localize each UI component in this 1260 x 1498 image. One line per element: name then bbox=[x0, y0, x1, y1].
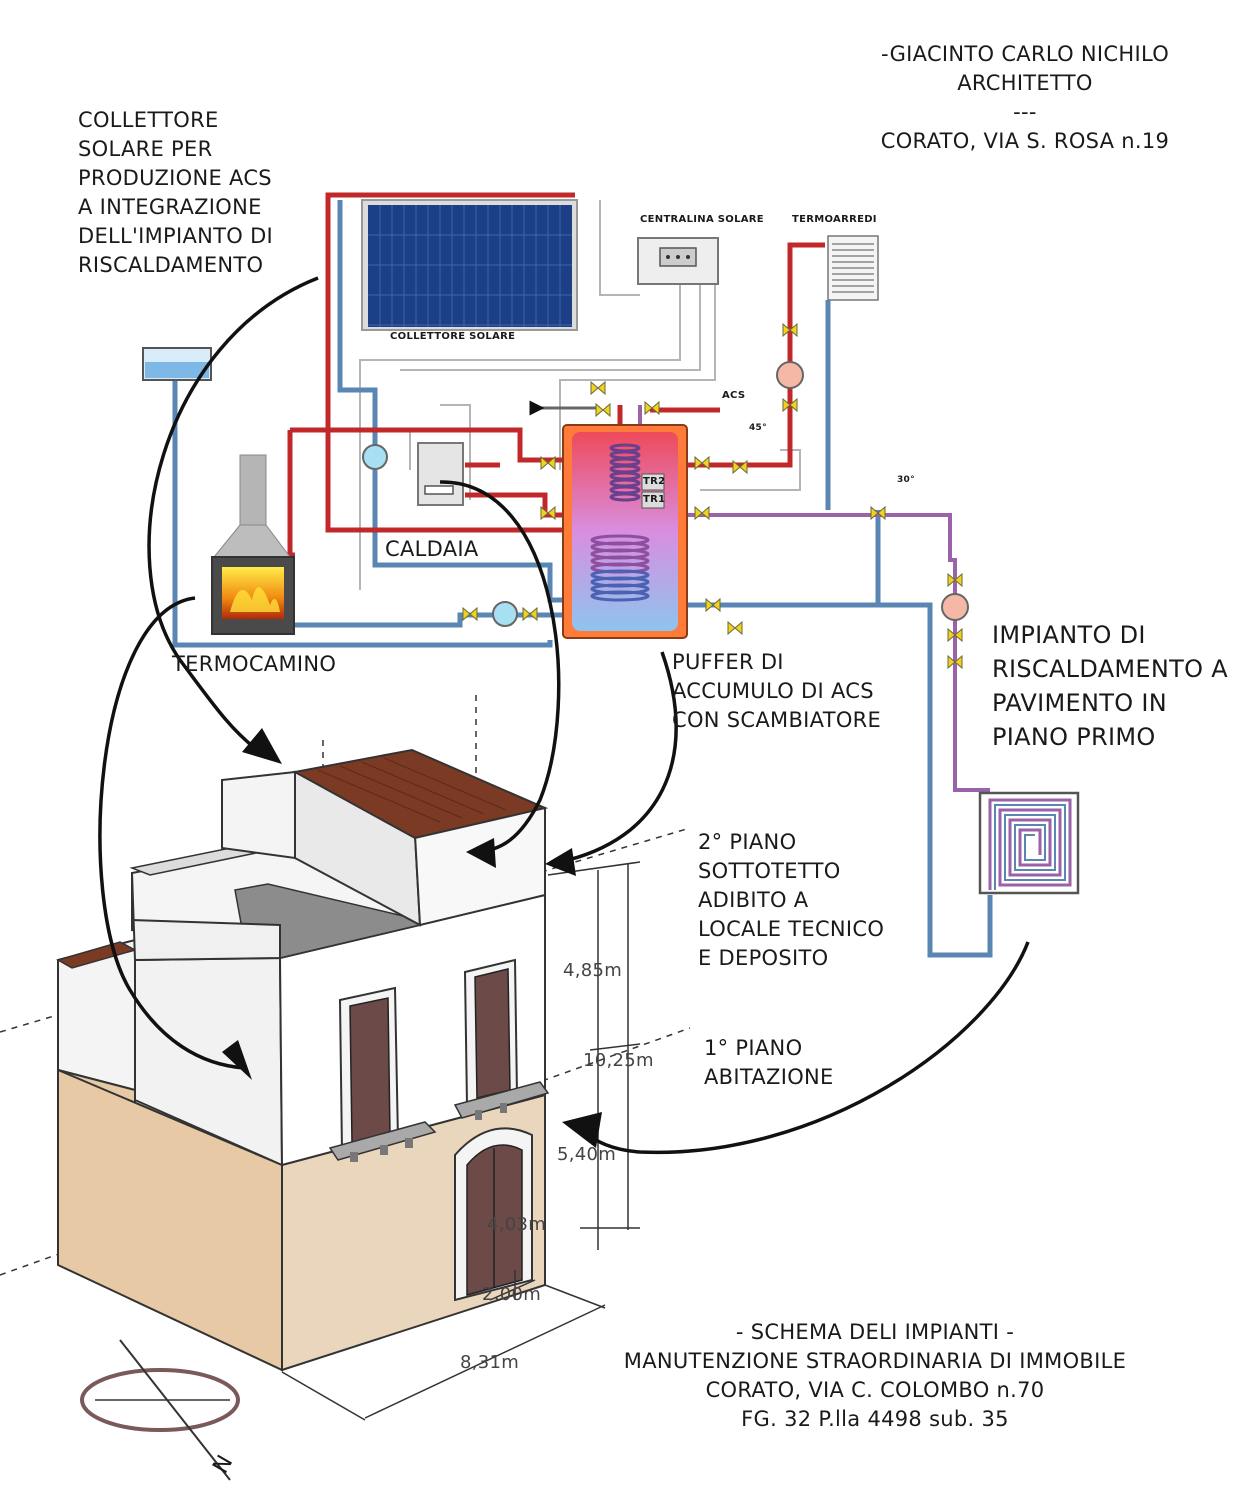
label-solar-panel: COLLETTORE SOLARE bbox=[390, 331, 516, 342]
callout-line: 2° PIANO bbox=[698, 830, 797, 854]
callout-line: RISCALDAMENTO bbox=[78, 253, 264, 277]
footer-title: - SCHEMA DELI IMPIANTI - bbox=[735, 1320, 1015, 1344]
callout-line: ACCUMULO DI ACS bbox=[672, 679, 874, 703]
author-separator: --- bbox=[1013, 100, 1037, 124]
solar-controller bbox=[637, 237, 719, 285]
callout-arrows bbox=[98, 276, 1030, 1155]
callout-line: LOCALE TECNICO bbox=[698, 917, 885, 941]
valve-icon bbox=[595, 402, 611, 418]
callout-first-floor: 1° PIANO ABITAZIONE bbox=[704, 1034, 834, 1092]
author-block: -GIACINTO CARLO NICHILO ARCHITETTO --- C… bbox=[850, 40, 1200, 156]
pump-fireplace bbox=[492, 601, 518, 627]
cold-pipes bbox=[172, 200, 993, 958]
author-address: CORATO, VIA S. ROSA n.19 bbox=[880, 129, 1170, 153]
dim-door-height: 4,03m bbox=[487, 1214, 547, 1235]
valve-icon bbox=[694, 505, 710, 521]
callout-puffer: PUFFER DI ACCUMULO DI ACS CON SCAMBIATOR… bbox=[672, 648, 881, 735]
callout-line: ABITAZIONE bbox=[704, 1065, 834, 1089]
heating-schematic bbox=[142, 192, 1080, 958]
pump-floor bbox=[941, 593, 969, 621]
valve-icon bbox=[947, 654, 963, 670]
roof bbox=[292, 748, 549, 840]
fireplace-boiler bbox=[211, 454, 295, 635]
valve-icon bbox=[705, 597, 721, 613]
valves bbox=[462, 322, 963, 670]
callout-termocamino: TERMOCAMINO bbox=[172, 652, 337, 676]
pump-solar bbox=[362, 444, 388, 470]
valve-icon bbox=[727, 620, 743, 636]
label-tr1: TR1 bbox=[643, 494, 666, 505]
callout-line: E DEPOSITO bbox=[698, 946, 829, 970]
dim-sottotetto: 4,85m bbox=[563, 960, 623, 981]
window-right bbox=[463, 958, 519, 1107]
footer-cadastral: FG. 32 P.lla 4498 sub. 35 bbox=[741, 1407, 1009, 1431]
label-termoarredi: TERMOARREDI bbox=[792, 214, 877, 225]
valve-icon bbox=[782, 322, 798, 338]
callout-line: IMPIANTO DI bbox=[992, 621, 1146, 649]
dim-facade-width: 8,31m bbox=[460, 1352, 520, 1373]
valve-icon bbox=[462, 606, 478, 622]
callout-line: 1° PIANO bbox=[704, 1036, 803, 1060]
balcony-right bbox=[453, 1081, 550, 1119]
label-centralina: CENTRALINA SOLARE bbox=[640, 214, 764, 225]
label-temp-30: 30° bbox=[897, 475, 915, 485]
footer-subtitle: MANUTENZIONE STRAORDINARIA DI IMMOBILE bbox=[623, 1349, 1127, 1373]
callout-line: DELL'IMPIANTO DI bbox=[78, 224, 274, 248]
callout-line: PIANO PRIMO bbox=[992, 723, 1156, 751]
valve-icon bbox=[590, 380, 606, 396]
callout-line: PRODUZIONE ACS bbox=[78, 166, 272, 190]
callout-line: SOTTOTETTO bbox=[698, 859, 841, 883]
storage-tank bbox=[562, 424, 688, 639]
callout-line: PAVIMENTO IN bbox=[992, 689, 1167, 717]
author-role: ARCHITETTO bbox=[957, 71, 1093, 95]
label-acs: ACS bbox=[722, 390, 746, 401]
hot-pipes bbox=[287, 192, 825, 558]
valve-icon bbox=[782, 397, 798, 413]
valve-icon bbox=[694, 455, 710, 471]
towel-radiator bbox=[827, 235, 879, 301]
dim-ground-height: 5,40m bbox=[557, 1144, 617, 1165]
author-name: -GIACINTO CARLO NICHILO bbox=[880, 42, 1170, 66]
valve-icon bbox=[732, 459, 748, 475]
entrance-door bbox=[454, 1127, 533, 1302]
callout-arrowheads bbox=[222, 728, 602, 1148]
valve-icon bbox=[522, 606, 538, 622]
valve-icon bbox=[947, 572, 963, 588]
footer-address: CORATO, VIA C. COLOMBO n.70 bbox=[705, 1378, 1045, 1402]
valve-icon bbox=[644, 400, 660, 416]
valve-icon bbox=[540, 455, 556, 471]
valve-icon bbox=[540, 505, 556, 521]
callout-line: RISCALDAMENTO A bbox=[992, 655, 1228, 683]
underfloor-heating-coil bbox=[978, 791, 1080, 895]
label-tr2: TR2 bbox=[643, 476, 666, 487]
pump-radiator bbox=[776, 361, 804, 389]
callout-line: COLLETTORE bbox=[78, 108, 219, 132]
dim-total-height: 10,25m bbox=[583, 1050, 654, 1071]
valve-icon bbox=[870, 505, 886, 521]
callout-line: SOLARE PER bbox=[78, 137, 213, 161]
pumps bbox=[362, 361, 969, 627]
compass-icon bbox=[80, 1339, 240, 1481]
window-left bbox=[338, 986, 400, 1154]
dimension-lines bbox=[281, 861, 641, 1421]
attic-left bbox=[221, 770, 296, 860]
callout-floor-heating: IMPIANTO DI RISCALDAMENTO A PAVIMENTO IN… bbox=[992, 618, 1228, 754]
expansion-tank bbox=[142, 347, 212, 381]
callout-line: PUFFER DI bbox=[672, 650, 784, 674]
boiler bbox=[417, 442, 464, 506]
balcony-left bbox=[328, 1121, 437, 1161]
building-model bbox=[0, 695, 691, 1481]
callout-caldaia: CALDAIA bbox=[385, 537, 479, 561]
solar-collector-panel bbox=[361, 199, 578, 331]
callout-line: CON SCAMBIATORE bbox=[672, 708, 882, 732]
footer-block: - SCHEMA DELI IMPIANTI - MANUTENZIONE ST… bbox=[590, 1318, 1160, 1434]
callout-line: ADIBITO A bbox=[698, 888, 809, 912]
callout-solar-collector: COLLETTORE SOLARE PER PRODUZIONE ACS A I… bbox=[78, 106, 273, 280]
dim-door-width: 2,00m bbox=[482, 1284, 542, 1305]
callout-second-floor: 2° PIANO SOTTOTETTO ADIBITO A LOCALE TEC… bbox=[698, 828, 884, 973]
label-temp-45: 45° bbox=[749, 423, 767, 433]
callout-line: A INTEGRAZIONE bbox=[78, 195, 262, 219]
valve-icon bbox=[947, 627, 963, 643]
